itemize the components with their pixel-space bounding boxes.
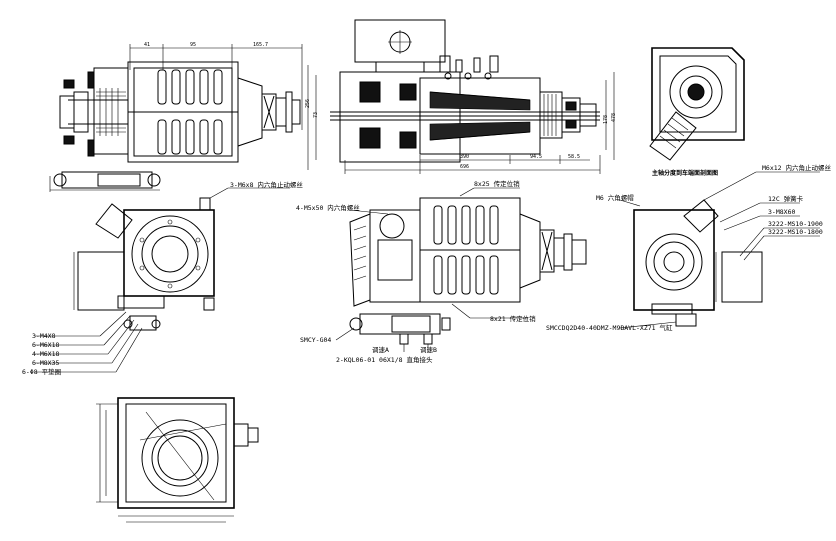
label-3-m8x60: 3-M8X60 — [768, 208, 795, 216]
dim-390: 390 — [460, 154, 469, 160]
label-m6-nut: M6 六角螺帽 — [596, 193, 634, 202]
view-mid-right: M6x12 内六角止动螺丝 M6 六角螺帽 12C 弹簧卡 3-M8X60 32… — [546, 163, 831, 332]
label-8x25: 8x25 传定位销 — [474, 179, 520, 188]
label-6-m6x18: 6-M6X18 — [32, 341, 59, 349]
label-6-m8x35: 6-M8X35 — [32, 359, 59, 367]
label-6-phi8: 6-Φ8 平垫圈 — [22, 367, 61, 376]
label-3222-1800: 3222-MS10-1800 — [768, 228, 823, 236]
view-top-left: 41 95 165.7 256 73 — [49, 42, 319, 192]
dim-165: 165.7 — [253, 42, 268, 48]
dim-73: 73 — [313, 112, 319, 118]
view-mid-left: 3-M6x8 内六角止动螺丝 3-M4X8 6-M6X18 4-M6X18 6-… — [22, 180, 303, 376]
label-kql06: 2-KQL06-01 06X1/8 直角接头 — [336, 355, 433, 364]
label-m6x12: M6x12 内六角止动螺丝 — [762, 163, 831, 172]
dim-178: 178 — [603, 115, 609, 124]
label-speed-a: 调速A — [372, 345, 389, 354]
dim-58-5: 58.5 — [568, 154, 580, 160]
dim-256: 256 — [305, 99, 311, 108]
dim-95: 95 — [190, 42, 196, 48]
dim-94-5: 94.5 — [530, 154, 542, 160]
label-4-m6x18: 4-M6X18 — [32, 350, 59, 358]
dim-41: 41 — [144, 42, 150, 48]
label-4-m5x50: 4-M5x50 内六角螺丝 — [296, 203, 360, 212]
label-smcy-g04: SMCY-G04 — [300, 336, 331, 344]
view-top-middle: 178 478 390 94.5 58.5 696 — [330, 19, 617, 174]
dim-478: 478 — [611, 113, 617, 122]
label-12c: 12C 弹簧卡 — [768, 194, 804, 203]
label-8x21: 8x21 传定位销 — [490, 314, 536, 323]
label-3-m4x8: 3-M4X8 — [32, 332, 56, 340]
view-bottom — [96, 397, 259, 523]
view-top-right: 主轴分度到车端面剖面图 — [649, 47, 745, 177]
label-3-m6x8: 3-M6x8 内六角止动螺丝 — [230, 180, 303, 189]
view-mid-middle: 8x25 传定位销 4-M5x50 内六角螺丝 8x21 传定位销 SMCY-G… — [296, 179, 587, 364]
label-smc-cylinder: SMCCDQ2D40-40DMZ-M9BAVL-XZ71 气缸 — [546, 323, 673, 332]
dim-696: 696 — [460, 164, 469, 170]
label-3222-1900: 3222-MS10-1900 — [768, 220, 823, 228]
section-caption: 主轴分度到车端面剖面图 — [652, 169, 718, 177]
label-speed-b: 调速B — [420, 345, 437, 354]
